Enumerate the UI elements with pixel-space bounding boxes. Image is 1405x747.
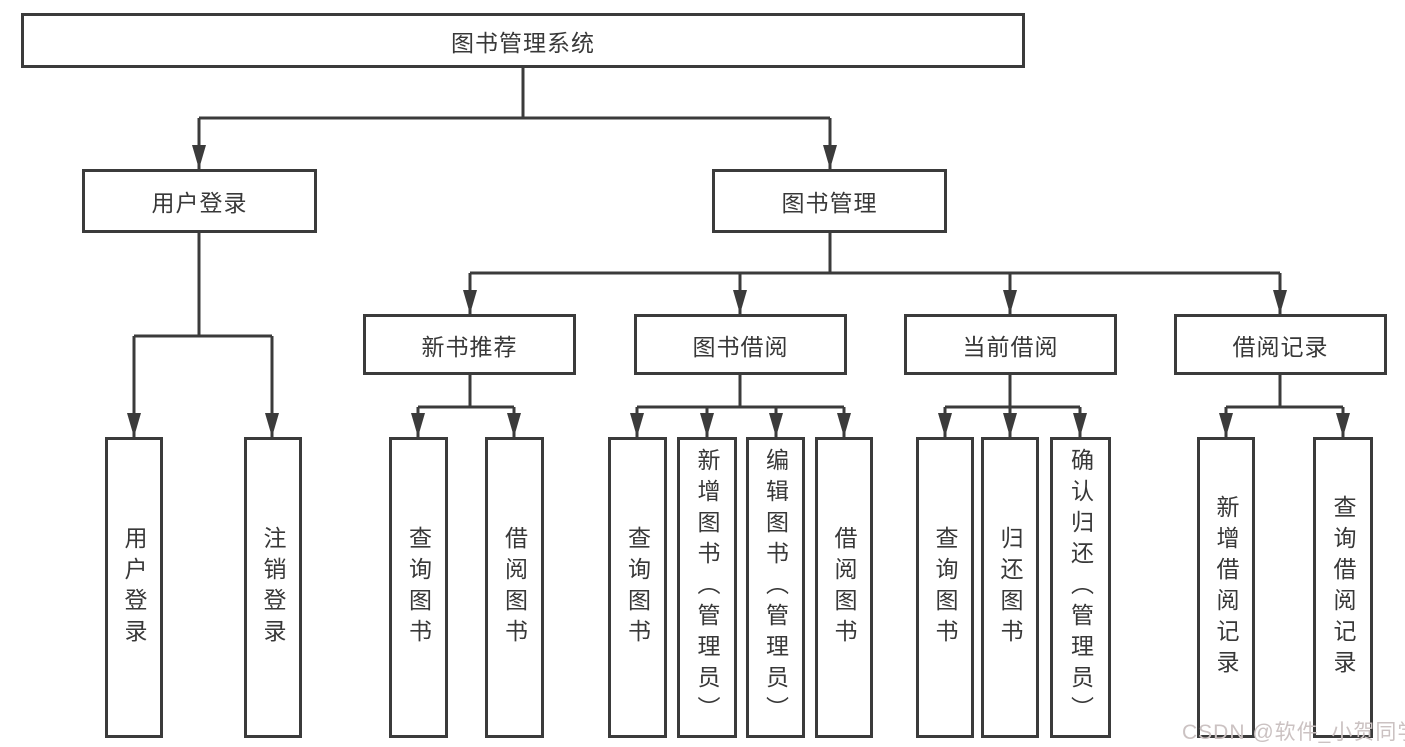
connector-group	[127, 68, 1350, 437]
leaf-label: 编辑图书（管理员）	[762, 448, 789, 727]
leaf-confirm-return-admin: 确认归还（管理员）	[1050, 437, 1111, 738]
leaf-borrow-books: 借阅图书	[815, 437, 873, 738]
leaf-edit-books-admin: 编辑图书（管理员）	[746, 437, 805, 738]
node-user-login: 用户登录	[82, 169, 317, 233]
leaf-label: 查询图书	[405, 525, 432, 650]
leaf-return-books: 归还图书	[981, 437, 1039, 738]
leaf-label: 确认归还（管理员）	[1067, 448, 1094, 727]
leaf-add-books-admin: 新增图书（管理员）	[677, 437, 737, 738]
leaf-query-books-current: 查询图书	[916, 437, 974, 738]
leaf-add-borrow-record: 新增借阅记录	[1197, 437, 1255, 738]
leaf-label: 借阅图书	[501, 525, 528, 650]
leaf-label: 查询图书	[932, 525, 958, 650]
node-book-borrow: 图书借阅	[634, 314, 847, 375]
node-root: 图书管理系统	[21, 13, 1025, 68]
watermark-text: CSDN @软件_小贺同学	[1182, 721, 1405, 744]
node-borrow-record: 借阅记录	[1174, 314, 1387, 375]
leaf-label: 新增借阅记录	[1213, 494, 1239, 681]
leaf-label: 借阅图书	[831, 525, 857, 650]
leaf-query-books-recommend: 查询图书	[389, 437, 448, 738]
leaf-label: 注销登录	[260, 525, 286, 650]
leaf-label: 用户登录	[121, 525, 147, 650]
node-book-management: 图书管理	[712, 169, 947, 233]
leaf-query-books-borrow: 查询图书	[608, 437, 667, 738]
node-current-borrow: 当前借阅	[904, 314, 1117, 375]
leaf-label: 查询借阅记录	[1330, 494, 1356, 681]
leaf-label: 归还图书	[997, 525, 1023, 650]
leaf-borrow-books-recommend: 借阅图书	[485, 437, 544, 738]
leaf-logout: 注销登录	[244, 437, 302, 738]
leaf-user-login: 用户登录	[105, 437, 163, 738]
node-new-book-recommend: 新书推荐	[363, 314, 576, 375]
leaf-label: 新增图书（管理员）	[694, 448, 720, 727]
leaf-label: 查询图书	[624, 525, 651, 650]
leaf-query-borrow-record: 查询借阅记录	[1313, 437, 1373, 738]
